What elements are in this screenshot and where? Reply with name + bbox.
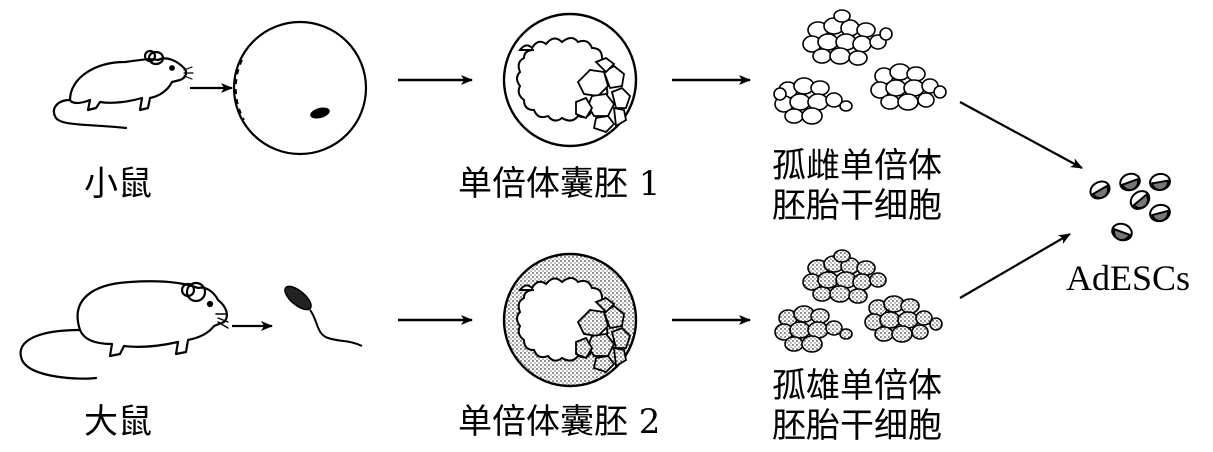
- arrow-male-cells-to-adescs: [959, 233, 1071, 299]
- adescs-cells-icon: [1089, 172, 1171, 242]
- mouse-icon: [52, 49, 194, 130]
- male-cluster-left: [774, 305, 853, 353]
- arrow-female-cells-to-adescs: [959, 101, 1083, 169]
- adescs-label: AdESCs: [1066, 258, 1191, 298]
- sperm-icon: [284, 285, 363, 347]
- male-cell-clusters-icon: [774, 249, 943, 353]
- female-cluster-right: [870, 63, 947, 111]
- female-cluster-left: [773, 77, 853, 125]
- male-cluster-right: [864, 295, 943, 343]
- male-haploid-esc-label-line2: 胚胎干细胞: [772, 406, 942, 446]
- blastocyst-2-label: 单倍体囊胚 2: [458, 402, 661, 442]
- female-haploid-esc-label-line1: 孤雌单倍体: [772, 146, 942, 186]
- rat-icon: [19, 280, 229, 380]
- egg-cell-icon: [232, 20, 368, 156]
- blastocyst-2-icon: [502, 252, 638, 388]
- female-haploid-esc-label-line2: 胚胎干细胞: [772, 186, 942, 226]
- rat-label: 大鼠: [84, 402, 152, 442]
- female-haploid-esc-label: 孤雌单倍体 胚胎干细胞: [772, 146, 942, 226]
- female-cell-clusters-icon: [773, 9, 947, 125]
- mouse-label: 小鼠: [84, 164, 152, 204]
- female-cluster-top: [802, 9, 893, 66]
- blastocyst-1-icon: [502, 12, 638, 148]
- blastocyst-1-label: 单倍体囊胚 1: [458, 164, 661, 204]
- male-haploid-esc-label: 孤雄单倍体 胚胎干细胞: [772, 366, 942, 446]
- male-cluster-top: [802, 249, 887, 304]
- male-haploid-esc-label-line1: 孤雄单倍体: [772, 366, 942, 406]
